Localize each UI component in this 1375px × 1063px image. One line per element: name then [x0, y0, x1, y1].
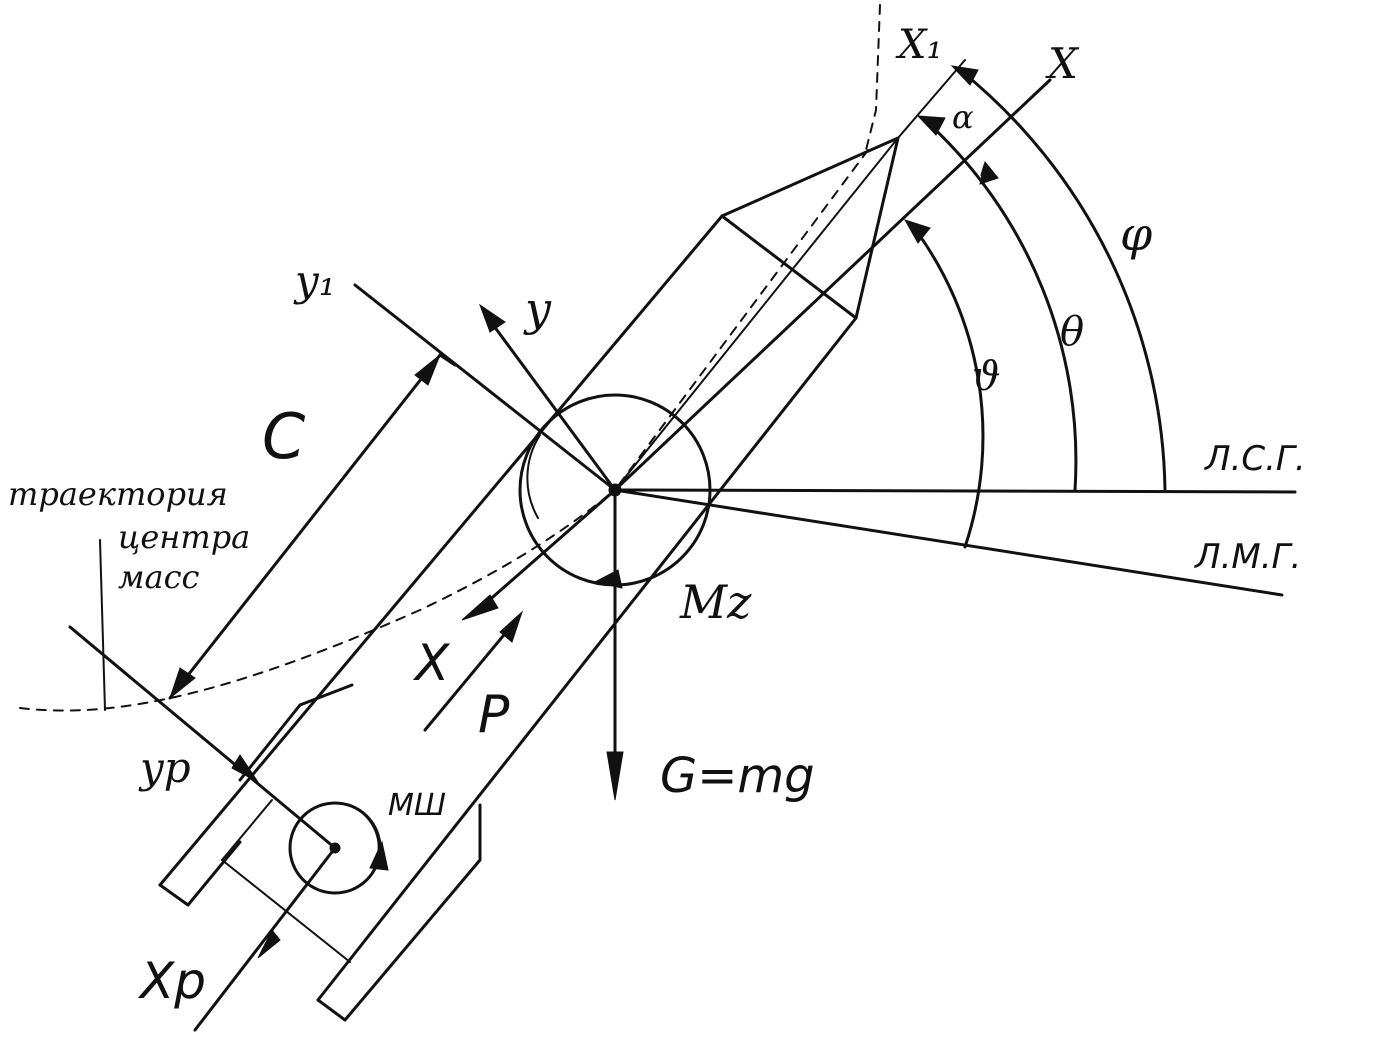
axis-y-arrowhead — [478, 303, 506, 333]
angle-theta-arc — [923, 118, 1078, 492]
rocket-nose-inner-line — [614, 137, 899, 491]
label-trajectory-line1: траектория — [8, 475, 228, 513]
label-x1: X₁ — [895, 22, 943, 68]
axis-y1-line — [353, 283, 617, 492]
velocity-x-arrowhead — [461, 594, 499, 621]
angle-vartheta-arrowhead — [903, 219, 931, 244]
label-g: G=mg — [660, 748, 815, 804]
axis-xp-line — [193, 846, 337, 1032]
label-y1: y₁ — [293, 256, 336, 305]
label-msh: МШ — [388, 788, 446, 823]
label-theta: θ — [1060, 309, 1084, 355]
angle-phi-arrowhead — [950, 65, 979, 86]
axis-yp-line — [68, 625, 337, 850]
rocket-nozzle-chamber-side — [221, 799, 273, 861]
axis-x1-line — [897, 59, 966, 139]
rocket-nose-cone — [720, 136, 900, 320]
horizon-line-lmg — [613, 488, 1284, 597]
rocket-nozzle-box — [298, 683, 354, 707]
label-alpha: α — [952, 98, 974, 136]
dimension-c-extension — [438, 353, 457, 367]
dimension-c-top-arrow — [414, 353, 442, 386]
axis-xp-arrowhead — [257, 929, 281, 959]
label-lmg: Л.М.Г. — [1193, 537, 1301, 577]
vertical-dashed-line — [865, 4, 881, 151]
hinge-moment-arrowhead — [369, 840, 389, 871]
velocity-x-line — [476, 488, 617, 612]
label-velocity-x: X — [412, 634, 451, 692]
label-x: X — [1045, 39, 1080, 88]
rocket-bottom-right-leg — [316, 803, 482, 1022]
label-yp: yp — [138, 743, 191, 792]
label-p: P — [478, 685, 510, 745]
dimension-c-bottom-arrow — [168, 667, 196, 700]
dimension-c-line — [168, 353, 442, 700]
gravity-g-arrowhead — [606, 751, 624, 801]
label-y: y — [523, 282, 552, 336]
horizon-line-lsg — [613, 488, 1297, 494]
angle-theta-arrowhead — [916, 115, 946, 136]
thrust-p-line — [423, 616, 520, 732]
trajectory-arc — [19, 489, 616, 712]
rocket-nozzle-inner-left — [238, 703, 302, 782]
label-mz: Mz — [679, 575, 752, 629]
rocket-bottom-left-leg — [158, 840, 242, 907]
label-lsg: Л.С.Г. — [1203, 439, 1306, 479]
axis-x-line — [613, 78, 1052, 492]
thrust-p-arrowhead — [499, 610, 524, 643]
hinge-moment-arc — [347, 804, 380, 856]
angle-alpha-arrowhead — [979, 160, 999, 185]
axis-yp-arrowhead — [231, 754, 259, 783]
rocket-body-right-side — [316, 316, 858, 1002]
rocket-body-left-side — [158, 214, 724, 887]
y1-moment-arc — [526, 434, 541, 519]
axis-y-line — [486, 316, 617, 492]
label-c: C — [262, 400, 306, 473]
rocket-axis-dashed — [614, 149, 869, 491]
angle-vartheta-arc — [910, 223, 985, 549]
label-vartheta: ϑ — [972, 354, 1001, 400]
rocket-nose-base — [720, 214, 858, 320]
label-trajectory-line3: масс — [118, 558, 200, 596]
label-trajectory-line2: центра — [118, 518, 250, 556]
moment-mz-arrowhead — [593, 569, 623, 589]
angle-phi-arc — [958, 68, 1167, 492]
trajectory-pointer — [99, 539, 106, 711]
label-phi: φ — [1120, 207, 1153, 261]
label-xp: Xp — [137, 952, 206, 1010]
